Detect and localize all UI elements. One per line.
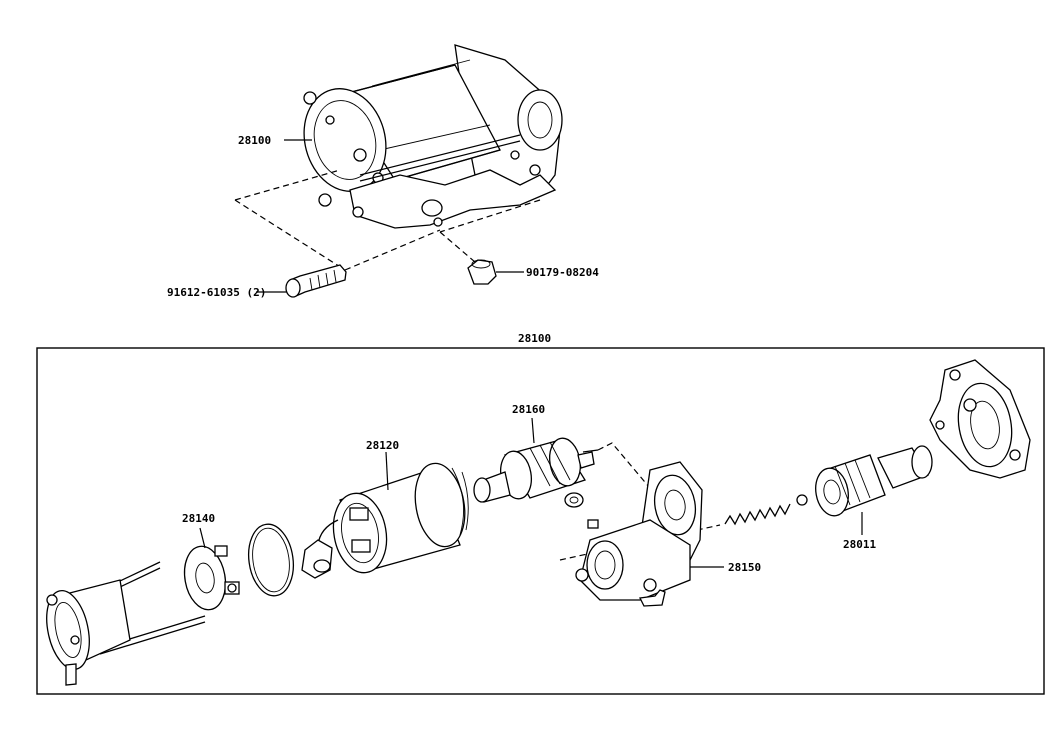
o-ring-part bbox=[247, 523, 295, 597]
armature-part bbox=[473, 437, 599, 503]
leader-yoke bbox=[385, 451, 389, 491]
clutch-part bbox=[815, 445, 933, 517]
end-frame-part bbox=[46, 561, 206, 686]
brush-holder-part bbox=[183, 545, 240, 611]
label-yoke: 28120 bbox=[366, 439, 399, 452]
label-box-title: 28100 bbox=[518, 332, 551, 345]
label-nut: 90179-08204 bbox=[526, 266, 599, 279]
bearing-part bbox=[564, 492, 584, 508]
assembly-guide-dashed bbox=[597, 442, 661, 501]
label-clutch: 28011 bbox=[843, 538, 876, 551]
front-housing-part bbox=[929, 359, 1031, 479]
starter-assembly-drawing bbox=[234, 44, 563, 271]
bolt-part bbox=[285, 264, 347, 298]
label-brush-holder: 28140 bbox=[182, 512, 215, 525]
nut-part bbox=[467, 259, 497, 285]
leader-armature bbox=[531, 417, 535, 444]
label-magnetic-switch: 28150 bbox=[728, 561, 761, 574]
magnetic-switch-part bbox=[575, 461, 703, 607]
label-bolt: 91612-61035 (2) bbox=[167, 286, 266, 299]
leader-brush-holder bbox=[199, 527, 206, 549]
label-starter-assembly-top: 28100 bbox=[238, 134, 271, 147]
label-armature: 28160 bbox=[512, 403, 545, 416]
exploded-view-frame bbox=[36, 347, 1045, 695]
spring-part bbox=[724, 503, 791, 526]
steel-ball-part bbox=[796, 494, 808, 506]
yoke-part bbox=[301, 462, 469, 579]
